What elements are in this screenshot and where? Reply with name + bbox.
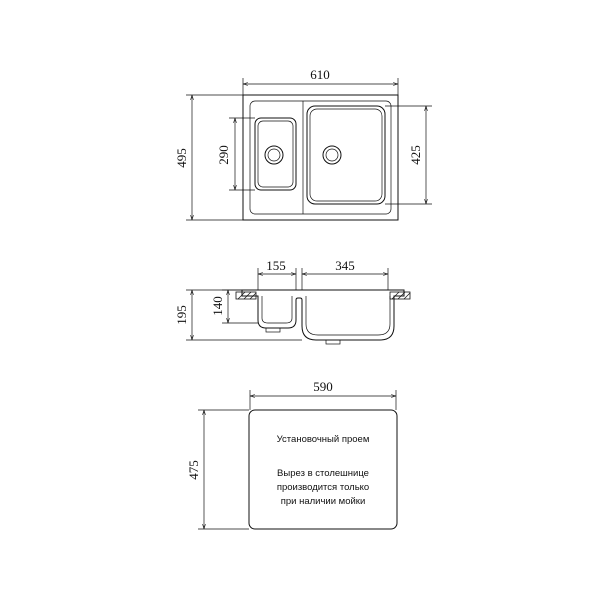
small-bowl-width-label: 155 (266, 258, 286, 273)
small-bowl (254, 117, 297, 191)
depth-label: 495 (174, 148, 189, 168)
cutout-note-line-2: производится только (277, 482, 369, 493)
sink-outline (242, 94, 399, 221)
large-drain-outer (322, 145, 342, 165)
cutout-width-label: 590 (313, 379, 333, 394)
cutout-depth-label: 475 (186, 460, 201, 480)
small-drain-outer (264, 145, 284, 165)
cutout-outline (248, 409, 398, 530)
cutout-note-line-3: при наличии мойки (281, 496, 366, 507)
top-view: 610 495 290 425 (174, 67, 432, 221)
cutout-title: Установочный проем (277, 434, 370, 445)
large-bowl-inner (309, 108, 383, 202)
cutout-note-line-1: Вырез в столешнице (277, 468, 369, 479)
small-drain-section (265, 327, 281, 333)
section-view: 155 345 195 140 (174, 258, 411, 345)
cutout-view: 590 475 Установочный проем Вырез в столе… (186, 379, 398, 530)
small-bowl-inner (257, 120, 294, 188)
sink-section-inner (261, 296, 293, 324)
total-depth-label: 195 (174, 305, 189, 325)
large-bowl-depth-label: 425 (408, 145, 423, 165)
large-drain-inner (325, 148, 339, 162)
width-label: 610 (310, 67, 330, 82)
large-bowl (306, 105, 386, 205)
small-bowl-depth-label: 290 (216, 145, 231, 165)
sink-inner-rim (249, 100, 392, 215)
small-bowl-height-label: 140 (210, 296, 225, 316)
small-drain-inner (267, 148, 281, 162)
large-drain-section (325, 339, 341, 345)
sink-section-outer (241, 289, 405, 341)
large-bowl-width-label: 345 (335, 258, 355, 273)
